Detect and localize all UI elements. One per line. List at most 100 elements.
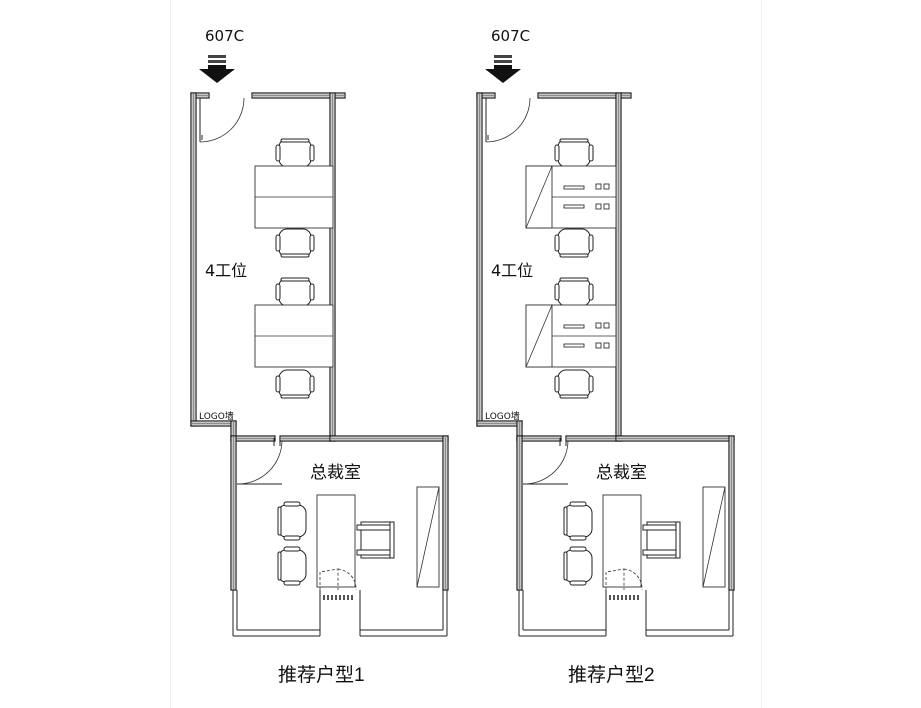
chair-seat (277, 549, 307, 583)
chair-arm (569, 501, 587, 507)
wall-fill (232, 422, 235, 440)
chair-arm (569, 535, 587, 541)
window-bottom (232, 590, 448, 637)
wall-fill (444, 437, 447, 589)
chair-arm (569, 546, 587, 552)
executive-desk (316, 494, 356, 588)
workstation-label: 4工位 (491, 261, 533, 280)
wall-fill (518, 437, 521, 589)
wall-fill (518, 422, 521, 440)
chair-arm (275, 234, 281, 252)
door-arc (237, 440, 283, 485)
chair-arm (588, 283, 594, 301)
office-chair-icon (275, 369, 315, 399)
wall-fill (281, 437, 335, 440)
wall-fill (192, 94, 208, 97)
office-door-icon (237, 438, 283, 485)
chair-seat (557, 138, 591, 168)
chair-arm (275, 144, 281, 162)
chair-arm (283, 501, 301, 507)
chair-seat (563, 549, 593, 583)
chair-seat (557, 369, 591, 399)
chair-arm (588, 375, 594, 393)
chair-seat (278, 228, 312, 258)
chair-arm (554, 283, 560, 301)
phone-icon (603, 203, 610, 210)
wall-fill (567, 437, 621, 440)
wall-fill (518, 437, 560, 440)
chair-arm (642, 524, 680, 531)
phone-icon (595, 183, 602, 190)
door-arc (485, 97, 531, 143)
entrance-door-icon (485, 97, 531, 143)
office-chair-icon (554, 138, 594, 168)
chair-back (280, 277, 310, 282)
bookcase-diagonal (702, 486, 726, 588)
chair-back (675, 521, 681, 559)
chair-arm (283, 546, 301, 552)
wall-fill (232, 437, 235, 589)
wall-fill (617, 437, 733, 440)
logo-wall-label: LOGO墙 (485, 410, 520, 422)
chair-back (559, 394, 589, 399)
plan-1-caption: 推荐户型1 (278, 665, 365, 686)
desk-group-1 (254, 138, 334, 258)
chair-back (559, 277, 589, 282)
chair-seat (277, 504, 307, 538)
office-chair-icon (275, 138, 315, 168)
desk-group-2 (254, 277, 334, 399)
chair-back (559, 138, 589, 143)
chair-arm (642, 549, 680, 556)
chair-back (277, 551, 282, 581)
office-chair-icon (277, 546, 307, 586)
chair-arm (356, 524, 394, 531)
logo-wall-label: LOGO墙 (199, 410, 234, 422)
wall-fill (478, 422, 521, 425)
chair-back (559, 253, 589, 258)
wall-fill (478, 94, 494, 97)
monitor-icon (563, 343, 585, 348)
door-code-label: 607C (205, 27, 244, 45)
chair-arm (309, 234, 315, 252)
wall-fill (192, 422, 235, 425)
office-chair-icon (277, 501, 307, 541)
door-code-label: 607C (491, 27, 530, 45)
wall-fill (331, 437, 447, 440)
vent-icon (609, 595, 639, 600)
cabinet-diagonal (525, 304, 553, 368)
office-label: 总裁室 (596, 463, 647, 483)
door-arc (199, 97, 245, 143)
executive-furniture (563, 486, 726, 600)
chair-back (280, 394, 310, 399)
chair-back (389, 521, 395, 559)
wall-fill (232, 437, 274, 440)
chair-arm (283, 535, 301, 541)
chair-back (280, 138, 310, 143)
chair-back (563, 506, 568, 536)
office-chair-icon (275, 228, 315, 258)
office-chair-icon (563, 501, 593, 541)
entrance-door-icon (199, 97, 245, 143)
chair-arm (588, 234, 594, 252)
chair-arm (356, 549, 394, 556)
phone-icon (603, 322, 610, 329)
office-chair-icon (275, 277, 315, 307)
vent-icon (323, 595, 353, 600)
chair-seat (557, 277, 591, 307)
office-chair-icon (554, 369, 594, 399)
wall-fill (730, 437, 733, 589)
cabinet-door-icon (605, 568, 625, 590)
door-arc (523, 440, 569, 485)
window-bottom (518, 590, 734, 637)
chair-arm (569, 580, 587, 586)
monitor-icon (563, 324, 585, 329)
chair-arm (554, 144, 560, 162)
wall-fill (331, 94, 334, 440)
chair-arm (275, 283, 281, 301)
phone-icon (603, 342, 610, 349)
bookcase-diagonal (416, 486, 440, 588)
executive-desk (602, 494, 642, 588)
workstation-label: 4工位 (205, 261, 247, 280)
